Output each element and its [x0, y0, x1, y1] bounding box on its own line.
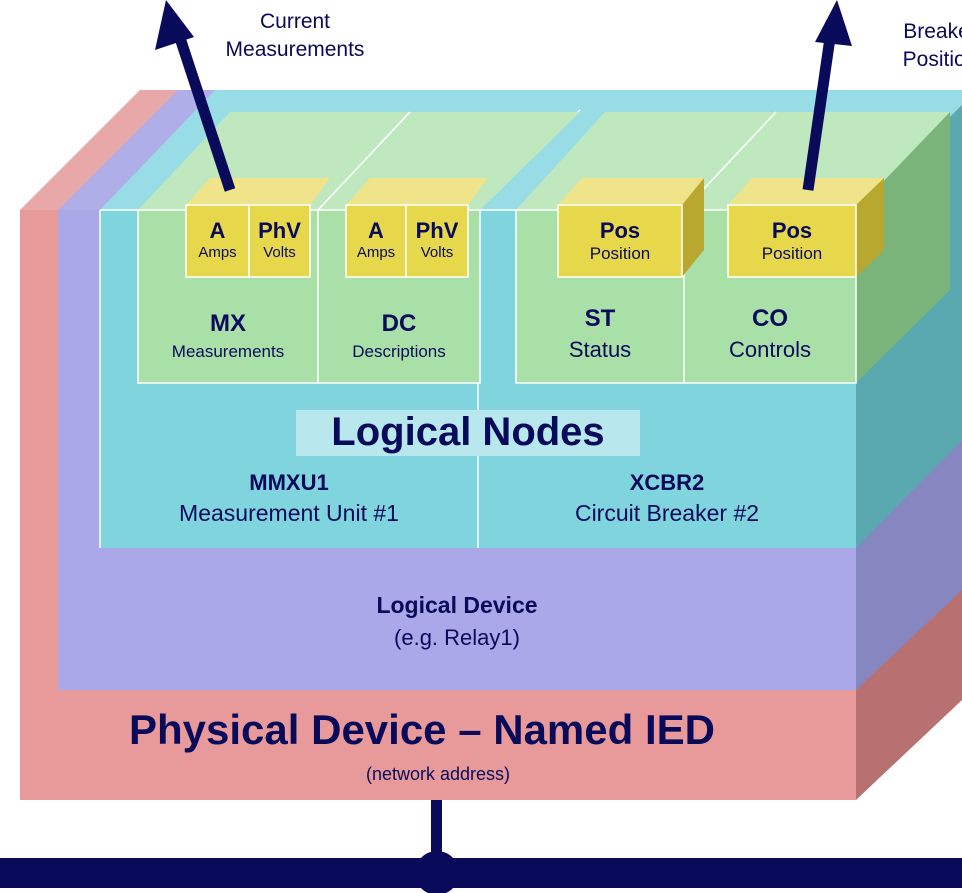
- fc-st-title: ST: [584, 305, 616, 332]
- breaker-position-label: Breaker Position: [840, 18, 962, 74]
- do-dc-a: A Amps: [346, 218, 406, 261]
- fc-st-sub: Status: [568, 337, 632, 362]
- do-st-top: [558, 178, 704, 205]
- physical-device-sub: (network address): [365, 764, 511, 784]
- do-mx-phv: PhV Volts: [249, 218, 310, 261]
- fc-co-sub: Controls: [729, 337, 811, 362]
- do-dc-a-title: A: [368, 218, 384, 243]
- do-dc-top: [346, 178, 488, 205]
- do-st-side: [682, 178, 704, 277]
- do-co-side: [856, 178, 884, 277]
- do-mx-phv-sub: Volts: [263, 244, 296, 261]
- network-bus: [0, 858, 962, 888]
- do-st-pos-box: [557, 204, 683, 278]
- fc-mx-title: MX: [210, 310, 246, 337]
- physical-device-title: Physical Device – Named IED: [129, 706, 715, 753]
- do-dc-a-sub: Amps: [356, 244, 396, 261]
- logical-nodes-title: Logical Nodes: [331, 410, 605, 454]
- network-drop-line: [431, 800, 442, 868]
- do-st-pos-sub: Position: [589, 244, 651, 263]
- network-node: [415, 851, 459, 893]
- breaker-arrow-head: [815, 0, 852, 46]
- xcbr-name: XCBR2: [629, 470, 705, 495]
- fc-mx-sub: Measurements: [171, 342, 285, 361]
- breaker-arrow-shaft: [802, 37, 836, 191]
- xcbr-desc: Circuit Breaker #2: [574, 500, 760, 526]
- logical-device-label: Logical Device (e.g. Relay1): [58, 592, 856, 651]
- logical-node-mmxu: MMXU1 Measurement Unit #1: [100, 470, 478, 527]
- do-mx-a: A Amps: [186, 218, 249, 261]
- do-mx-a-box: [185, 204, 250, 278]
- logical-node-xcbr: XCBR2 Circuit Breaker #2: [478, 470, 856, 527]
- fc-dc-title: DC: [381, 310, 417, 337]
- current-measurements-label: Current Measurements: [200, 8, 390, 64]
- current-label-line2: Measurements: [225, 38, 365, 61]
- fc-right-side: [856, 112, 950, 383]
- do-co-top: [728, 178, 884, 205]
- do-dc-phv-sub: Volts: [420, 244, 454, 261]
- do-mx-a-title: A: [209, 218, 226, 243]
- do-co-pos-sub: Position: [761, 244, 823, 263]
- do-dc-phv: PhV Volts: [406, 218, 468, 261]
- do-st-pos-title: Pos: [599, 218, 641, 243]
- do-co-pos-box: [727, 204, 857, 278]
- do-dc-a-box: [345, 204, 407, 278]
- breaker-label-line1: Breaker: [903, 20, 962, 43]
- do-dc-phv-box: [405, 204, 469, 278]
- do-mx-phv-title: PhV: [258, 218, 301, 243]
- do-st-pos: Pos Position: [558, 218, 682, 264]
- do-mx-top: [186, 178, 330, 205]
- fc-co: CO Controls: [684, 305, 856, 363]
- logical-nodes-title-bg: [296, 410, 640, 456]
- breaker-label-line2: Position: [902, 48, 962, 71]
- fc-co-title: CO: [752, 305, 788, 332]
- current-arrow-head: [155, 0, 194, 50]
- fc-st: ST Status: [516, 305, 684, 363]
- current-label-line1: Current: [259, 10, 331, 33]
- mmxu-desc: Measurement Unit #1: [179, 500, 399, 526]
- do-mx-phv-box: [248, 204, 311, 278]
- mmxu-name: MMXU1: [249, 470, 329, 495]
- do-dc-phv-title: PhV: [415, 218, 459, 243]
- current-arrow-shaft: [174, 36, 236, 192]
- do-co-pos-title: Pos: [771, 218, 813, 243]
- do-co-pos: Pos Position: [728, 218, 856, 264]
- do-mx-a-sub: Amps: [198, 244, 237, 261]
- logical-device-sub: (e.g. Relay1): [394, 625, 520, 650]
- logical-device-title: Logical Device: [376, 592, 538, 618]
- fc-mx: MX Measurements: [138, 310, 318, 362]
- fc-dc-sub: Descriptions: [352, 342, 446, 361]
- fc-dc: DC Descriptions: [318, 310, 480, 362]
